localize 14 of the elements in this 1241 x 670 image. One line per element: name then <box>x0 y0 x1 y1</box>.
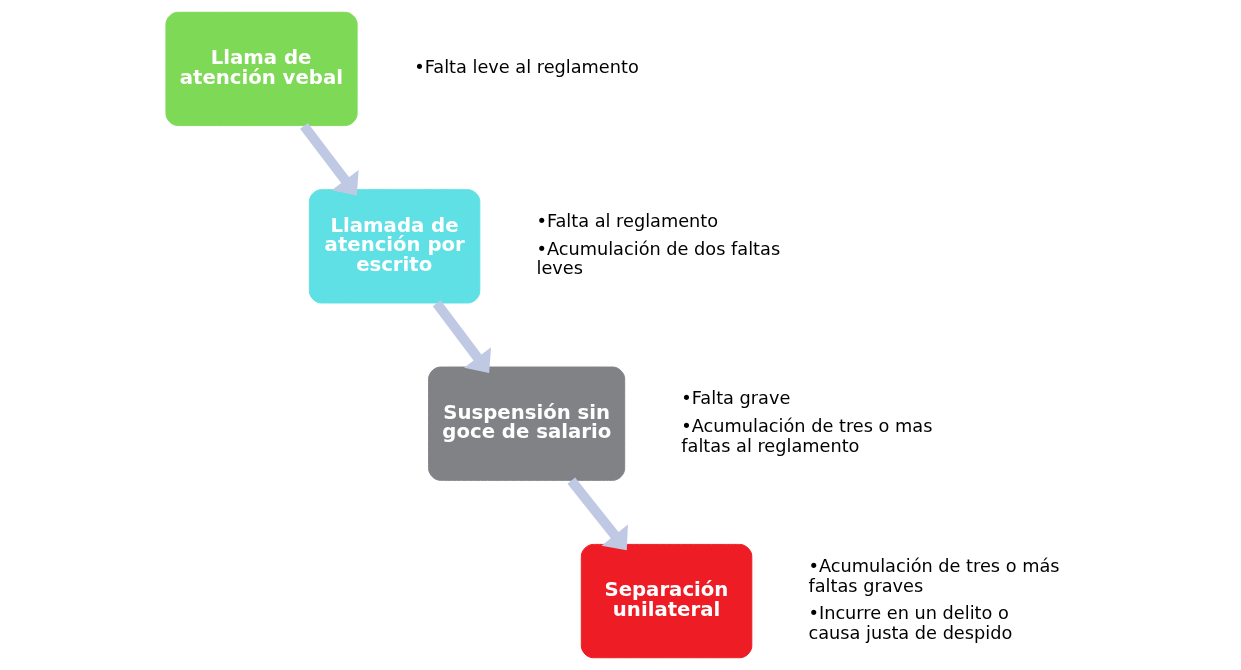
node-box: Suspensión sin goce de salario <box>428 366 626 481</box>
node-label: •Acumulación de dos faltas leves <box>536 238 781 279</box>
arrow <box>567 477 628 551</box>
node-label: •Acumulación de tres o mas faltas al reglamento <box>681 415 933 456</box>
node-label: •Incurre en un delito o causa justa de despido <box>808 603 1013 643</box>
node-label: •Falta al reglamento <box>536 210 719 231</box>
node-label: •Falta grave <box>681 388 791 409</box>
node-box: Separación unilateral <box>580 543 753 659</box>
node-label: •Acumulación de tres o más faltas graves <box>808 555 1060 596</box>
node-box: Llamada de atención por escrito <box>308 189 481 304</box>
node-box: Llama de atención vebal <box>165 11 358 127</box>
arrow <box>432 300 492 373</box>
arrow <box>300 122 359 196</box>
node-label: •Falta leve al reglamento <box>414 57 639 78</box>
